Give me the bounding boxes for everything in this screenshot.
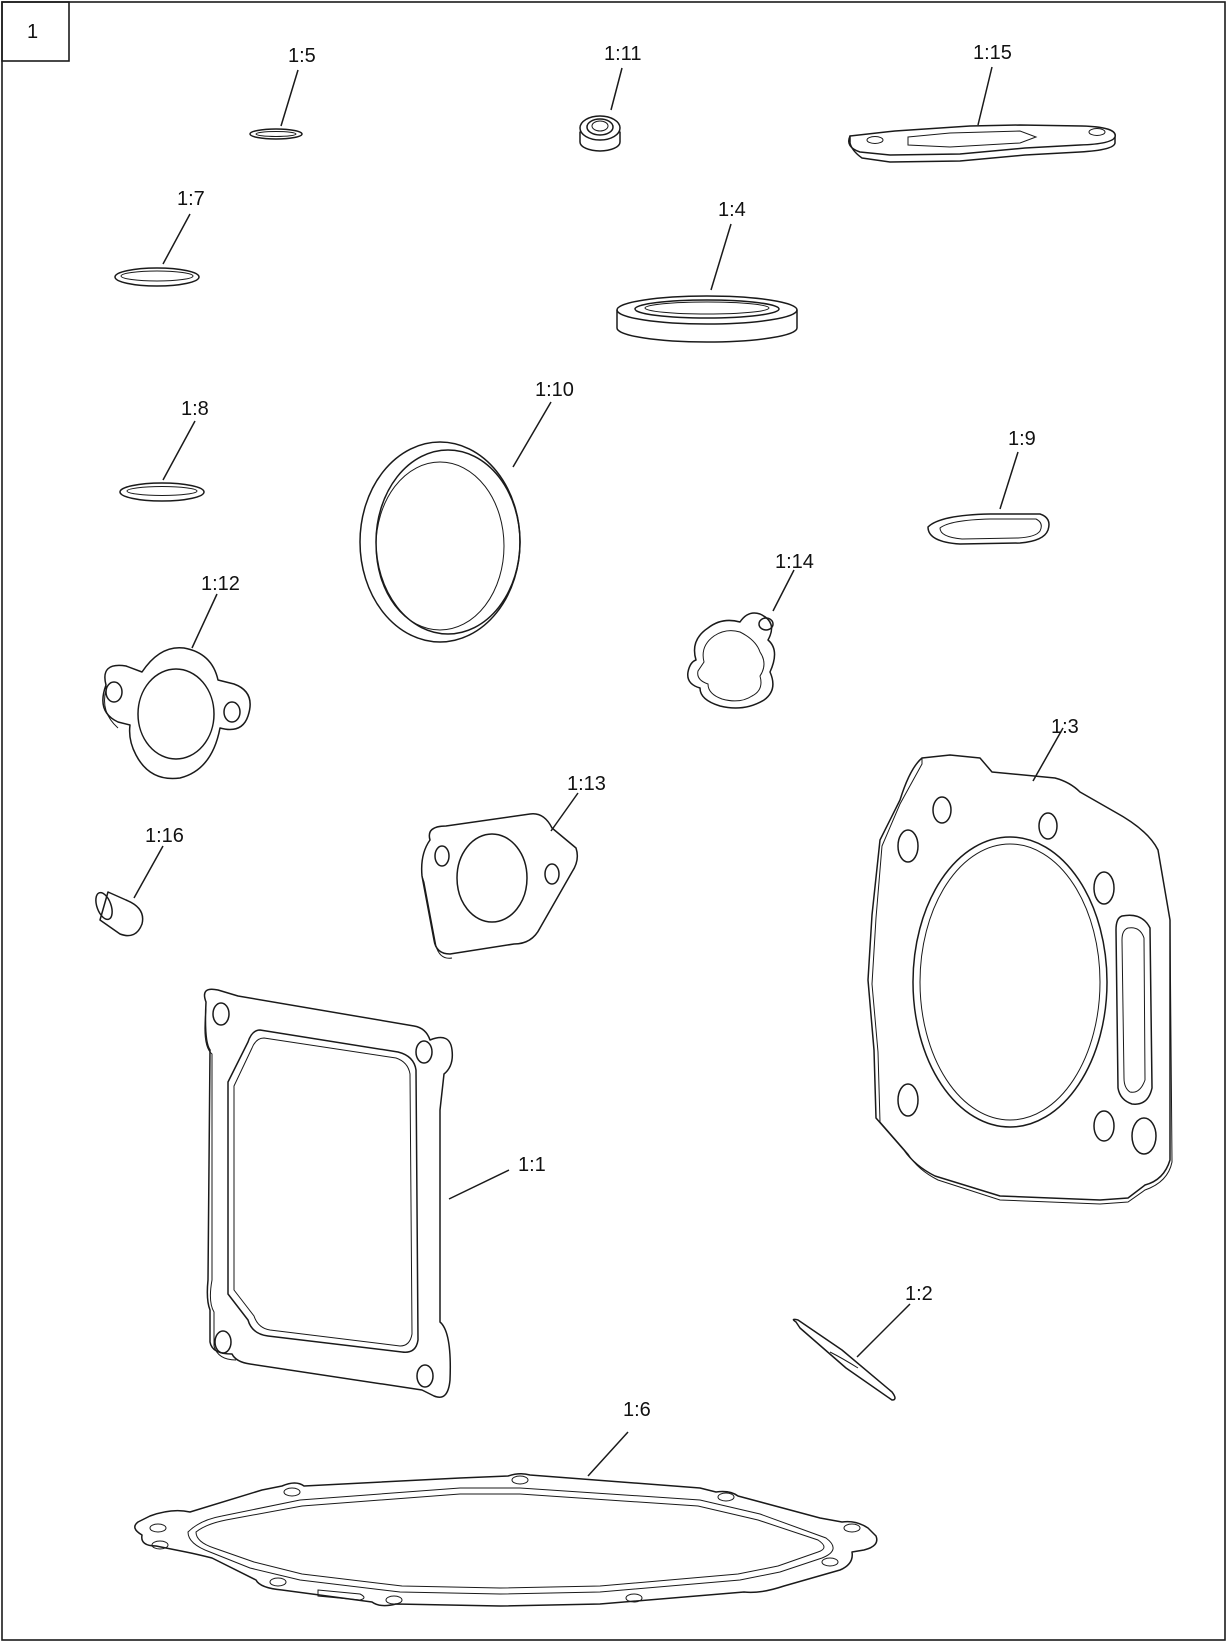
callout-1-14: 1:14	[775, 551, 814, 573]
part-1-7[interactable]	[114, 267, 200, 287]
leader-1-12	[191, 593, 218, 649]
sheet-number-box: 1	[1, 1, 70, 62]
leader-1-5	[280, 69, 299, 127]
callout-1-4: 1:4	[718, 199, 746, 221]
callout-1-16: 1:16	[145, 825, 184, 847]
leader-1-10	[512, 401, 552, 468]
callout-1-12: 1:12	[201, 573, 240, 595]
callout-1-15: 1:15	[973, 42, 1012, 64]
callout-1-6: 1:6	[623, 1399, 651, 1421]
callout-1-13: 1:13	[567, 773, 606, 795]
callout-1-3: 1:3	[1051, 716, 1079, 738]
part-1-15[interactable]	[848, 124, 1116, 163]
leader-1-15	[977, 66, 993, 126]
part-1-14[interactable]	[687, 612, 776, 709]
part-1-2[interactable]	[792, 1318, 896, 1401]
callout-1-5: 1:5	[288, 45, 316, 67]
part-1-3[interactable]	[867, 754, 1173, 1205]
callout-1-9: 1:9	[1008, 428, 1036, 450]
callout-1-2: 1:2	[905, 1283, 933, 1305]
leader-1-9	[999, 451, 1019, 510]
leader-1-8	[162, 420, 196, 481]
leader-1-16	[133, 845, 164, 899]
part-1-6[interactable]	[134, 1472, 878, 1607]
leader-1-7	[162, 213, 191, 265]
callout-1-7: 1:7	[177, 188, 205, 210]
part-1-4[interactable]	[616, 295, 798, 343]
callout-1-11: 1:11	[604, 43, 641, 65]
leader-1-2	[856, 1303, 911, 1358]
leader-1-13	[550, 792, 579, 832]
leader-1-4	[710, 223, 732, 291]
callout-1-10: 1:10	[535, 379, 574, 401]
part-1-8[interactable]	[119, 482, 205, 502]
part-1-5[interactable]	[249, 128, 303, 140]
part-1-10[interactable]	[359, 441, 521, 643]
callout-1-8: 1:8	[181, 398, 209, 420]
leader-1-3	[1032, 727, 1064, 782]
part-1-11[interactable]	[579, 115, 621, 152]
part-1-13[interactable]	[420, 813, 579, 959]
leader-1-11	[610, 67, 623, 111]
sheet-number: 1	[27, 21, 38, 43]
leader-1-1	[448, 1169, 510, 1200]
leader-1-14	[772, 569, 795, 612]
part-1-12[interactable]	[102, 646, 251, 780]
part-1-1[interactable]	[203, 988, 454, 1398]
callout-1-1: 1:1	[518, 1154, 546, 1176]
part-1-9[interactable]	[927, 513, 1050, 545]
part-1-16[interactable]	[93, 890, 144, 937]
leader-1-6	[587, 1431, 629, 1477]
